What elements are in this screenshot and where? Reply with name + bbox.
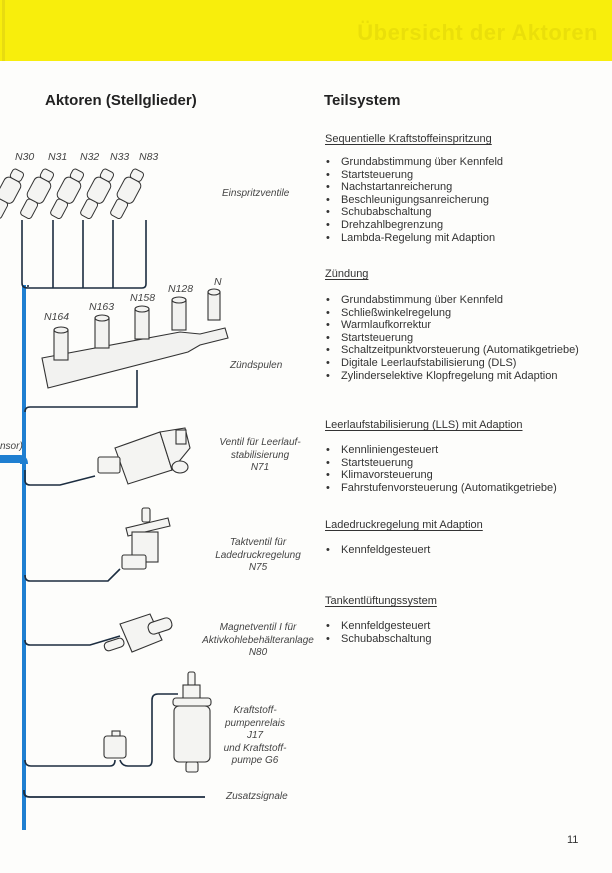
canister-valve-label: Magnetventil I für Aktivkohlebehälteranl… [198, 622, 318, 660]
injectors-label: Einspritzventile [222, 188, 290, 199]
canister-valve-drawing [103, 613, 173, 653]
label-line: N71 [250, 462, 270, 473]
pump-wire [119, 693, 178, 767]
label-line: N80 [248, 647, 268, 658]
list-item: Kennfeldgesteuert [325, 544, 430, 557]
extra-signals-wire [23, 790, 205, 798]
injector-drawings [0, 168, 145, 219]
label-line: Aktivkohlebehälteranlage [202, 634, 314, 646]
coil-code: N164 [44, 311, 70, 323]
list-item: Grundabstimmung über Kennfeld [325, 294, 579, 307]
actuators-heading: Aktoren (Stellglieder) [45, 92, 197, 109]
list-item: Fahrstufenvorsteuerung (Automatikgetrieb… [325, 482, 557, 495]
idle-valve-wire [24, 470, 96, 486]
section-title-idle-stabilization: Leerlaufstabilisierung (LLS) mit Adaptio… [325, 419, 523, 431]
injector-code: N83 [139, 151, 159, 163]
boost-valve-wire [24, 568, 121, 582]
label-line: Ventil für Leerlauf- [219, 437, 301, 448]
list-item: Digitale Leerlaufstabilisierung (DLS) [325, 357, 579, 370]
list-item: Beschleunigungsanreicherung [325, 194, 503, 207]
canister-valve-wire [24, 635, 121, 646]
label-line: Kraftstoff- [233, 705, 277, 716]
label-line: pumpe G6 [231, 755, 279, 766]
injector-code: N31 [48, 151, 68, 163]
banner-edge [2, 0, 5, 61]
list-item: Startsteuerung [325, 169, 503, 182]
label-line: pumpenrelais [224, 717, 286, 729]
boost-valve-drawing [121, 507, 171, 570]
list-item: Drehzahlbegrenzung [325, 219, 503, 232]
list-item: Klimavorsteuerung [325, 469, 557, 482]
fuel-pump-drawing [172, 671, 212, 773]
list-item: Grundabstimmung über Kennfeld [325, 156, 503, 169]
list-item: Kennfeldgesteuert [325, 620, 432, 633]
injector-code: N30 [15, 151, 35, 163]
bus-branch-sensor [0, 455, 28, 465]
label-line: J17 [246, 730, 264, 741]
label-line: Taktventil für [229, 537, 287, 548]
ignition-coil-drawing [41, 288, 229, 389]
list-item: Nachstartanreicherung [325, 181, 503, 194]
header-banner: Übersicht der Aktoren [0, 0, 612, 61]
tank-function-list: Kennfeldgesteuert Schubabschaltung [325, 620, 432, 645]
subsystems-heading: Teilsystem [324, 92, 401, 109]
relay-drawing [103, 730, 127, 759]
list-item: Schließwinkelregelung [325, 307, 579, 320]
relay-wire [24, 759, 116, 767]
coil-wire [24, 370, 138, 413]
coil-code: N [214, 276, 222, 288]
list-item: Warmlaufkorrektur [325, 319, 579, 332]
label-line: stabilisierung [230, 449, 290, 461]
label-line: und Kraftstoff- [223, 742, 287, 754]
label-line: N75 [248, 562, 268, 573]
section-title-tank-ventilation: Tankentlüftungssystem [325, 595, 437, 607]
fuel-pump-label: Kraftstoff- pumpenrelais J17 und Kraftst… [215, 705, 295, 768]
list-item: Schubabschaltung [325, 633, 432, 646]
coil-code: N158 [130, 292, 156, 304]
idle-valve-drawing [97, 427, 191, 485]
coil-code: N163 [89, 301, 115, 313]
list-item: Kennliniengesteuert [325, 444, 557, 457]
list-item: Schaltzeitpunktvorsteuerung (Automatikge… [325, 344, 579, 357]
list-item: Startsteuerung [325, 457, 557, 470]
boost-function-list: Kennfeldgesteuert [325, 544, 430, 557]
label-line: Ladedruckregelung [215, 549, 301, 561]
idle-valve-label: Ventil für Leerlauf- stabilisierung N71 [210, 437, 310, 475]
section-title-injection: Sequentielle Kraftstoffeinspritzung [325, 133, 492, 145]
extra-signals-label: Zusatzsignale [226, 791, 288, 802]
list-item: Startsteuerung [325, 332, 579, 345]
label-line: Magnetventil I für [219, 622, 297, 633]
injector-code: N33 [110, 151, 130, 163]
section-title-boost-control: Ladedruckregelung mit Adaption [325, 519, 483, 531]
injector-wires [21, 220, 147, 289]
page-number: 11 [567, 834, 579, 846]
section-title-ignition: Zündung [325, 268, 369, 280]
ignition-coils-label: Zündspulen [230, 360, 283, 371]
list-item: Zylinderselektive Klopfregelung mit Adap… [325, 370, 579, 383]
coil-code: N128 [168, 283, 194, 295]
idle-function-list: Kennliniengesteuert Startsteuerung Klima… [325, 444, 557, 494]
list-item: Schubabschaltung [325, 206, 503, 219]
cut-off-sensor-label: nsor) [0, 441, 23, 452]
banner-title: Übersicht der Aktoren [357, 20, 598, 45]
list-item: Lambda-Regelung mit Adaption [325, 232, 503, 245]
boost-valve-label: Taktventil für Ladedruckregelung N75 [208, 537, 308, 575]
injector-code: N32 [80, 151, 100, 163]
injection-function-list: Grundabstimmung über Kennfeld Startsteue… [325, 156, 503, 244]
ignition-function-list: Grundabstimmung über Kennfeld Schließwin… [325, 294, 579, 382]
